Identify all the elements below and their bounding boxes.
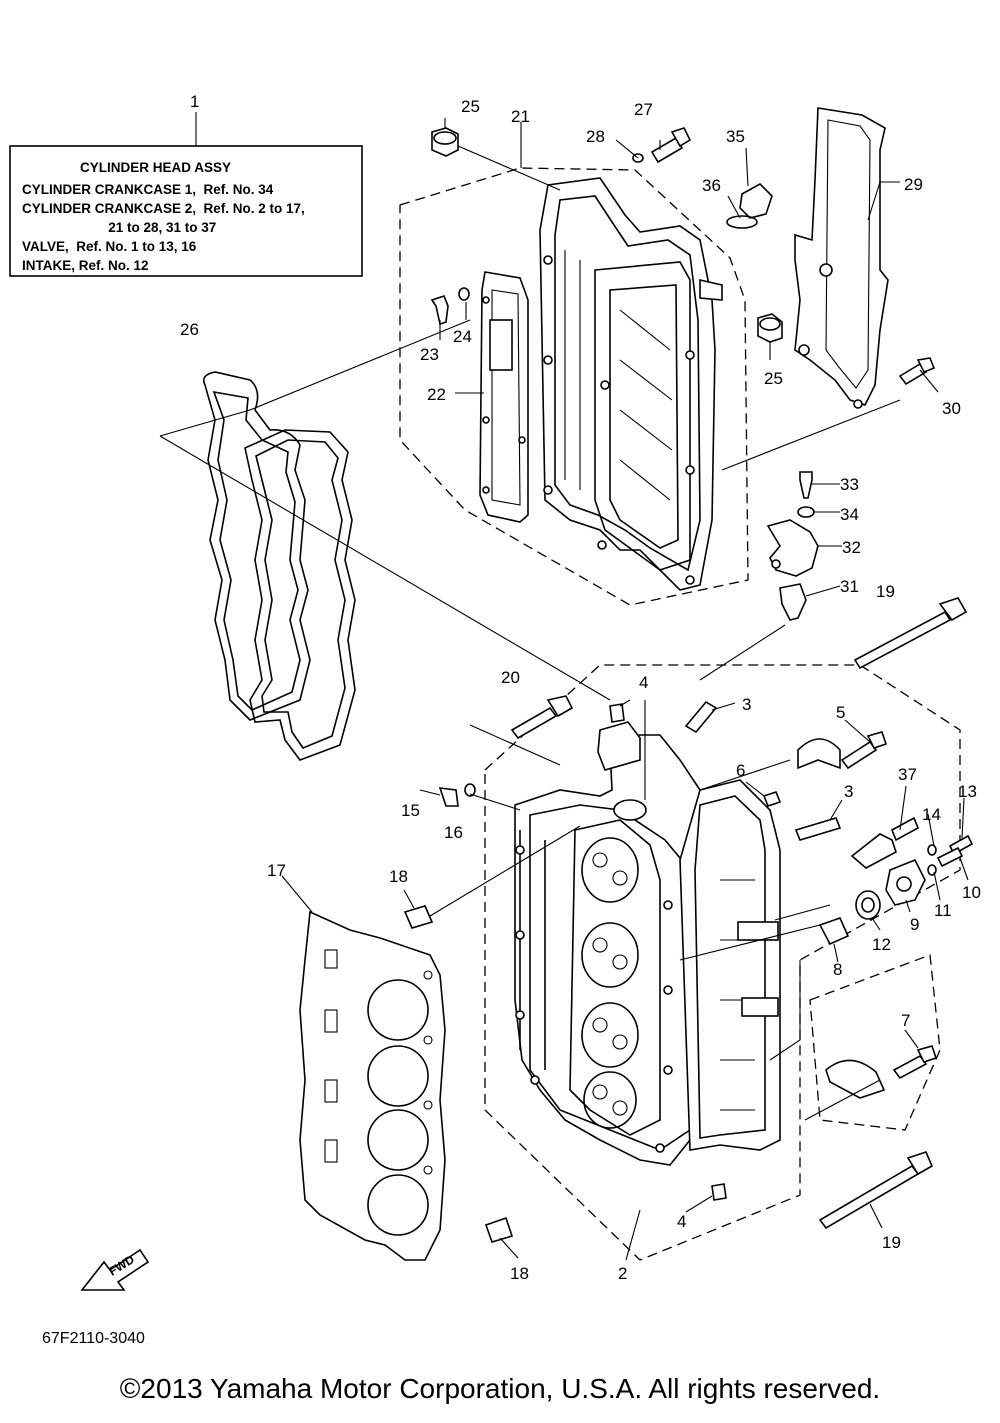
callout-7: 7 — [901, 1011, 910, 1030]
callout-20: 20 — [501, 668, 520, 687]
callout-13: 13 — [958, 782, 977, 801]
long-bolts — [818, 597, 968, 1230]
callout-10: 10 — [962, 883, 981, 902]
small-hardware-top — [430, 127, 936, 621]
callout-31: 31 — [840, 577, 859, 596]
callout-34: 34 — [840, 505, 859, 524]
callout-24: 24 — [453, 327, 472, 346]
bracket — [794, 107, 889, 409]
breather-cover — [479, 271, 529, 523]
callout-9: 9 — [910, 915, 919, 934]
callout-15: 15 — [401, 801, 420, 820]
callout-29: 29 — [904, 175, 923, 194]
part-code: 67F2110-3040 — [42, 1330, 145, 1347]
callout-5: 5 — [836, 703, 845, 722]
callout-8: 8 — [833, 960, 842, 979]
info-box-line: CYLINDER CRANKCASE 2, Ref. No. 2 to 17, — [22, 201, 305, 216]
callout-33: 33 — [840, 475, 859, 494]
cylinder-head-cover — [539, 177, 723, 591]
callout-16: 16 — [444, 823, 463, 842]
callout-25: 25 — [461, 97, 480, 116]
head-side-block — [597, 721, 781, 1151]
callout-14: 14 — [922, 805, 941, 824]
valve-cover-gasket — [202, 371, 356, 761]
callout-36: 36 — [702, 176, 721, 195]
callout-22: 22 — [427, 385, 446, 404]
callout-21: 21 — [511, 107, 530, 126]
callout-3: 3 — [844, 782, 853, 801]
callout-37: 37 — [898, 765, 917, 784]
callout-27: 27 — [634, 100, 653, 119]
callout-11: 11 — [934, 901, 952, 920]
callout-12: 12 — [872, 935, 891, 954]
head-gasket — [299, 910, 446, 1261]
info-box: CYLINDER HEAD ASSY CYLINDER CRANKCASE 1,… — [9, 112, 363, 277]
assembly-outlines — [399, 167, 961, 1261]
callouts: 1 25 21 27 28 35 36 29 26 24 23 25 22 30… — [180, 92, 981, 1283]
fwd-arrow-icon: FWD — [80, 1248, 150, 1291]
copyright-notice: ©2013 Yamaha Motor Corporation, U.S.A. A… — [119, 1373, 881, 1404]
info-box-line: 21 to 28, 31 to 37 — [22, 220, 216, 235]
callout-28: 28 — [586, 127, 605, 146]
callout-18: 18 — [510, 1264, 529, 1283]
callout-6: 6 — [736, 761, 745, 780]
callout-32: 32 — [842, 538, 861, 557]
callout-17: 17 — [267, 861, 286, 880]
info-box-title: CYLINDER HEAD ASSY — [80, 160, 231, 175]
callout-30: 30 — [942, 399, 961, 418]
callout-19: 19 — [876, 582, 895, 601]
callout-2: 2 — [618, 1264, 627, 1283]
callout-23: 23 — [420, 345, 439, 364]
callout-26: 26 — [180, 320, 199, 339]
leader-lines — [159, 118, 969, 1261]
callout-19: 19 — [882, 1233, 901, 1252]
callout-1: 1 — [190, 92, 199, 111]
callout-4: 4 — [639, 673, 648, 692]
callout-3: 3 — [742, 695, 751, 714]
callout-35: 35 — [726, 127, 745, 146]
info-box-line: VALVE, Ref. No. 1 to 13, 16 — [22, 239, 197, 254]
callout-4: 4 — [677, 1212, 686, 1231]
small-hardware-lower — [403, 695, 974, 1243]
callout-25: 25 — [764, 369, 783, 388]
callout-18: 18 — [389, 867, 408, 886]
info-box-line: INTAKE, Ref. No. 12 — [22, 258, 149, 273]
info-box-line: CYLINDER CRANKCASE 1, Ref. No. 34 — [22, 182, 274, 197]
